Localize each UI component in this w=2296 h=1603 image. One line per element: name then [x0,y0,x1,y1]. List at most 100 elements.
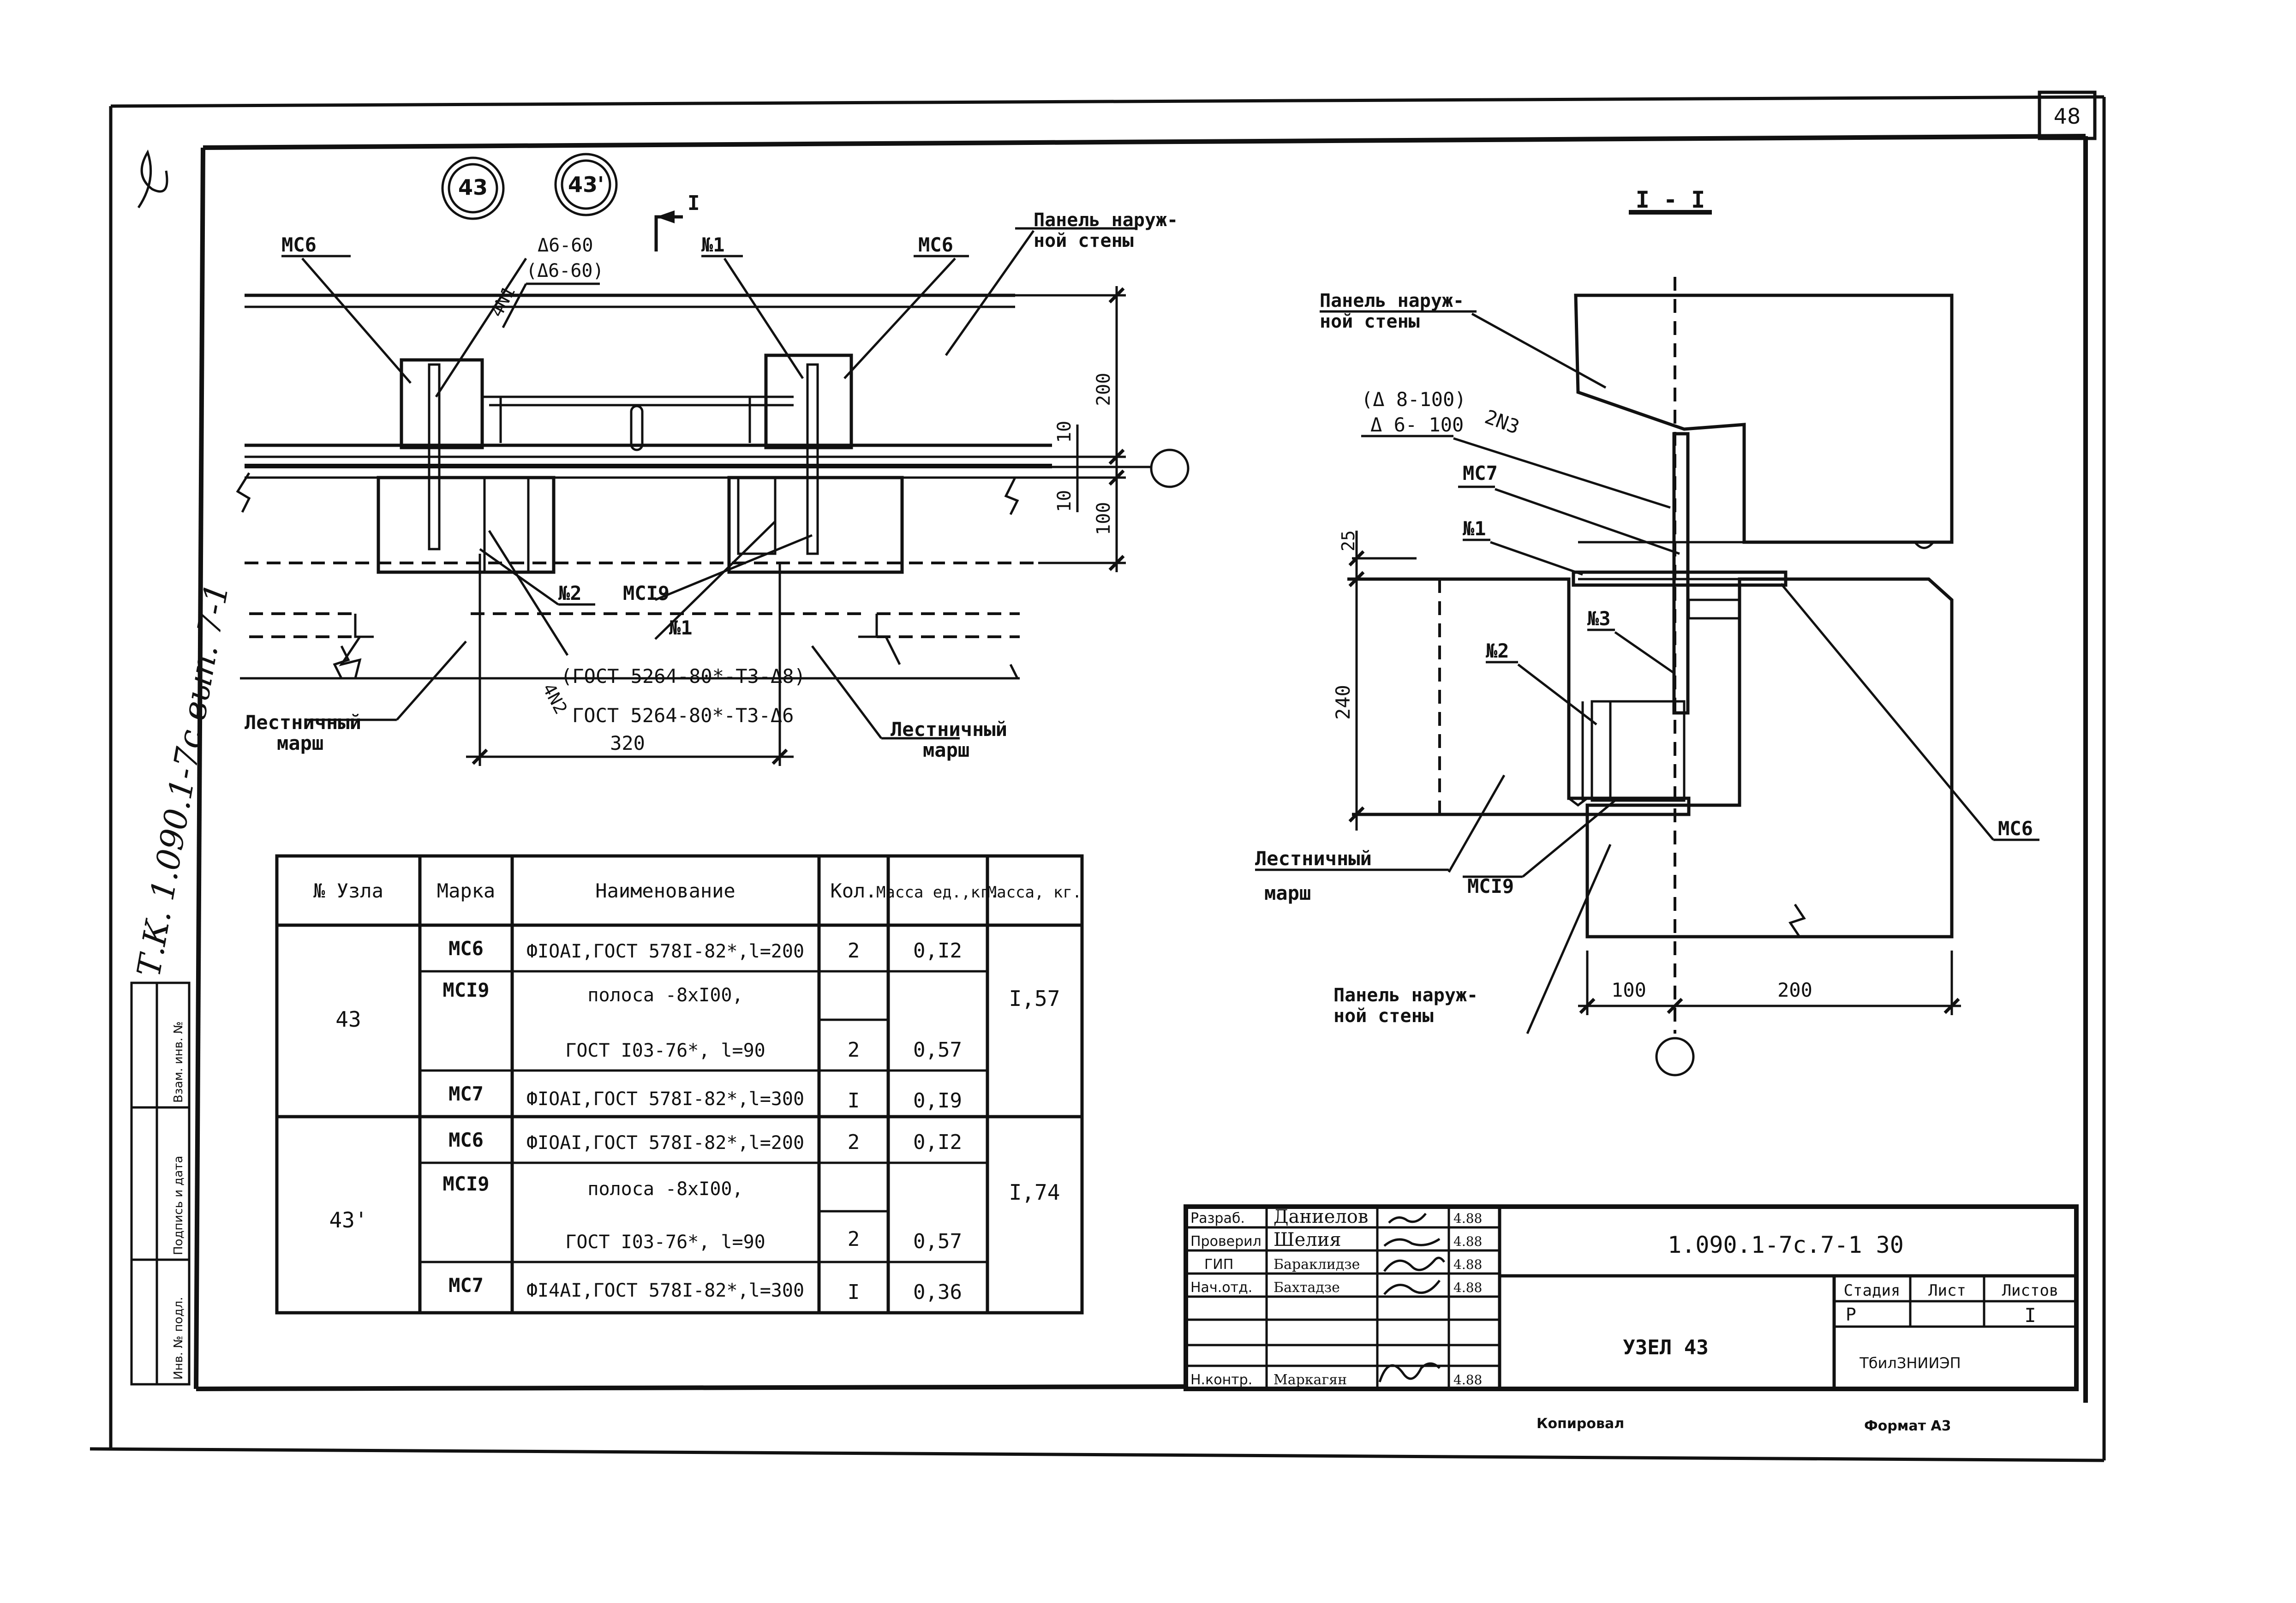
section-title: I - I [1636,186,1705,213]
tb-name: Бахтадзе [1274,1280,1340,1296]
axis-marker-section [1655,1037,1695,1077]
spec-row-mark: МС7 [448,1274,484,1297]
spec-row-mass: 0,I2 [913,939,962,963]
tb-name: Бараклидзе [1274,1256,1360,1273]
plan-stair-right-1: Лестничный [891,718,1007,741]
spec-row-name: ФIОАI,ГОСТ 578I-82*,l=200 [526,1132,804,1154]
side-stamp [130,981,191,1386]
tb-role: Проверил [1190,1233,1262,1250]
plan-label-mc19: МСI9 [623,582,670,604]
format-label: Формат А3 [1864,1418,1951,1434]
spec-row-qty: 2 [848,1130,860,1154]
spec-total-43-prime: I,74 [1009,1180,1060,1205]
section-panel-top-1: Панель наруж- [1320,290,1464,311]
plan-stair-left-2: марш [277,732,323,754]
plan-label-n1-bottom: №1 [669,616,693,639]
plan-panel-label-1: Панель наруж- [1034,209,1178,231]
tb-stage-header: Стадия [1844,1281,1901,1300]
section-dim-200: 200 [1777,979,1812,1001]
side-col-sign: Подпись и дата [172,1156,185,1255]
spec-header-name: Наименование [595,879,735,902]
node-mark-43-prime [554,153,618,216]
section-view [1255,210,2039,1077]
tb-date: 4.88 [1453,1280,1482,1295]
plan-dim-320: 320 [610,732,645,754]
section-dim-25: 25 [1338,530,1358,551]
plan-weld-bottom-a: (ГОСТ 5264-80*-Т3-Δ8) [561,665,806,688]
spec-row-mark: МСI9 [442,979,489,1001]
spec-header-unit-mass: Масса ед.,кг. [876,883,999,902]
side-col-inv: Инв. № подл. [172,1297,185,1380]
section-label-mc19: МСI9 [1467,875,1514,897]
section-panel-top-2: ной стены [1320,311,1420,332]
plan-dim-10a: 10 [1054,421,1075,443]
spec-header-mark: Марка [437,879,495,902]
side-col-replace: Взам. инв. № [172,1021,185,1103]
spec-row-name: ФIОАI,ГОСТ 578I-82*,l=200 [526,941,804,962]
spec-node-43: 43 [335,1007,361,1032]
plan-dim-100: 100 [1093,502,1114,535]
spec-row-qty: 2 [848,1038,860,1062]
spec-row-mass: 0,36 [913,1280,962,1304]
plan-label-n2: №2 [558,582,582,604]
sheet-frame [90,90,2106,1462]
section-label-n1: №1 [1462,517,1486,540]
tb-name: Маркагян [1274,1372,1347,1388]
plan-stair-right-2: марш [923,739,969,761]
spec-row-name: полоса -8хI00, [587,985,743,1006]
plan-weld-top-b: (Δ6-60) [526,260,604,281]
spec-header-node: № Узла [313,879,383,902]
plan-label-mc6-right: МС6 [918,233,953,256]
plan-dim-10b: 10 [1054,490,1075,512]
spec-header-mass: Масса, кг. [987,883,1082,902]
section-weld-a: (Δ 8-100) [1361,388,1466,411]
spec-row-mark: МСI9 [442,1172,489,1195]
section-stair-2: марш [1264,882,1311,904]
tb-sheets-header: Листов [2002,1281,2059,1300]
spec-row-mass: 0,I9 [913,1089,962,1113]
tb-code: 1.090.1-7с.7-1 30 [1668,1232,1904,1258]
spec-row-name: ГОСТ I03-76*, l=90 [565,1232,765,1253]
copied-label: Копировал [1537,1416,1624,1432]
tb-sheets: I [2024,1304,2036,1327]
tb-name: Шелия [1274,1229,1341,1250]
section-label-mc7: МС7 [1463,462,1498,484]
spec-row-qty: 2 [848,1227,860,1251]
spec-row-mass: 0,I2 [913,1130,962,1154]
title-block [1184,1204,2079,1391]
plan-view [236,153,1190,766]
plan-panel-label-2: ной стены [1034,230,1134,251]
spec-table [275,854,1084,1315]
tb-date: 4.88 [1453,1234,1482,1249]
spec-header-qty: Кол. [830,879,877,902]
plan-weld-top-a: Δ6-60 [538,235,593,256]
section-dim-240: 240 [1332,685,1354,720]
spec-row-qty: I [848,1089,860,1113]
plan-label-n1-top: №1 [701,233,725,256]
spec-row-name: полоса -8хI00, [587,1178,743,1200]
spec-row-mark: МС6 [448,1129,484,1151]
section-label-mc6: МС6 [1998,817,2033,840]
plan-weld-bottom-b: ГОСТ 5264-80*-Т3-Δ6 [572,704,794,727]
section-panel-bot-2: ной стены [1333,1005,1434,1027]
tb-role: Н.контр. [1190,1372,1252,1388]
tb-date: 4.88 [1453,1211,1482,1226]
section-dim-100: 100 [1611,979,1646,1001]
spec-node-43-prime: 43' [329,1208,367,1232]
tb-date: 4.88 [1453,1257,1482,1272]
side-signature [137,150,168,209]
plan-label-mc6-left: МС6 [281,233,317,256]
tb-stage: Р [1846,1304,1856,1325]
tb-date: 4.88 [1453,1372,1482,1388]
spec-row-name: ФIОАI,ГОСТ 578I-82*,l=300 [526,1089,804,1110]
axis-marker-plan [1150,449,1190,488]
plan-stair-left-1: Лестничный [245,711,361,734]
plan-section-mark: I [688,191,700,215]
node-mark-43 [441,156,505,220]
section-label-n3: №3 [1587,607,1611,630]
tb-role: Разраб. [1190,1210,1245,1226]
spec-total-43: I,57 [1009,986,1060,1011]
page-number: 48 [2054,104,2081,129]
plan-dim-200: 200 [1093,373,1114,406]
